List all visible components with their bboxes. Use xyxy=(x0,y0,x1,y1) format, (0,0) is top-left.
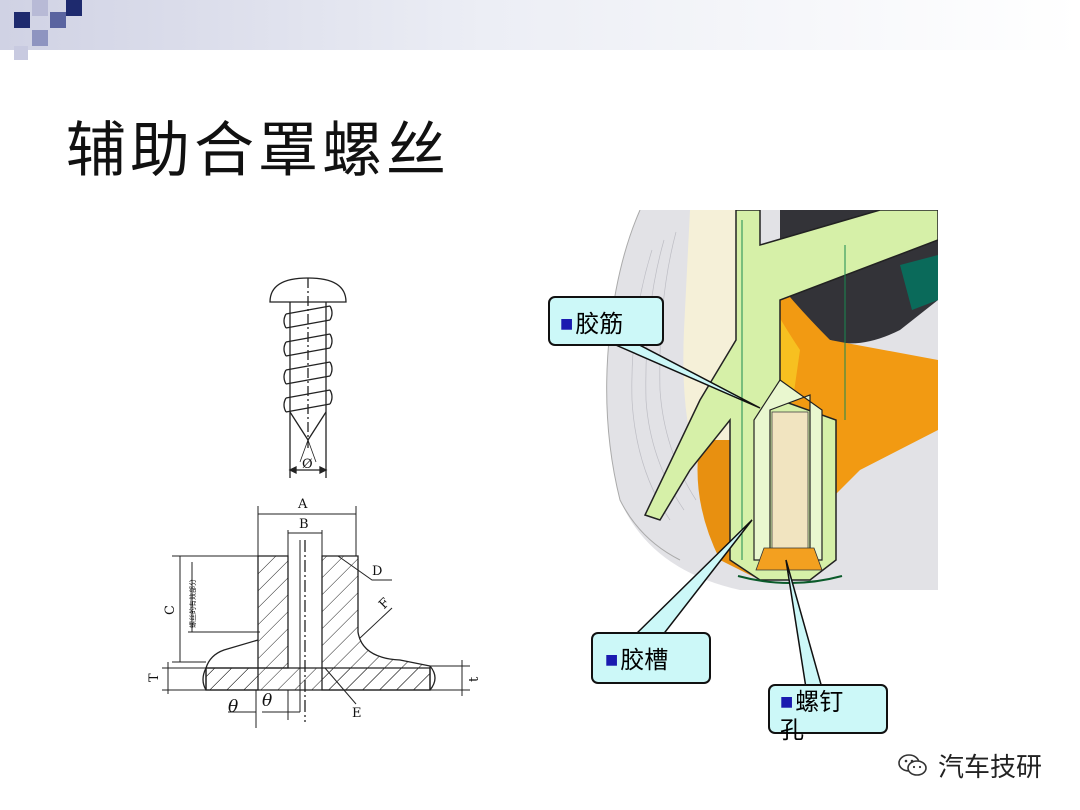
watermark-text: 汽车技研 xyxy=(938,753,1043,783)
slide-title: 辅助合罩螺丝 xyxy=(66,116,450,186)
dim-label-a: A xyxy=(297,497,308,512)
effective-thread-note: 螺丝的有效部分 xyxy=(188,579,197,628)
dim-label-f: F xyxy=(376,595,393,612)
angle-label-theta-right: θ xyxy=(262,691,272,711)
deco-square xyxy=(50,12,66,28)
dim-label-b: B xyxy=(299,517,309,532)
angle-label-theta-left: θ xyxy=(228,697,238,717)
dim-label-t-lower: t xyxy=(467,676,482,682)
callout-groove-label: 胶槽 xyxy=(620,646,669,674)
screw-hole-bottom xyxy=(755,547,823,571)
dim-label-e: E xyxy=(352,706,362,721)
cad-section-view xyxy=(606,210,938,689)
title-bar-decoration xyxy=(0,0,1080,50)
deco-square xyxy=(14,12,30,28)
deco-square xyxy=(14,46,28,60)
bullet-icon: ■ xyxy=(780,694,794,710)
dim-label-c: C xyxy=(163,605,178,615)
base-plate xyxy=(205,667,431,691)
deco-square xyxy=(66,0,82,16)
screw-drawing xyxy=(269,277,347,478)
teal-part xyxy=(900,255,938,310)
boss-section-drawing xyxy=(162,506,470,728)
dim-label-t-upper: T xyxy=(147,673,162,682)
bullet-icon: ■ xyxy=(605,652,619,668)
callout-screw-hole: ■螺钉 孔 xyxy=(768,684,888,744)
deco-square xyxy=(32,0,48,16)
dim-label-d: D xyxy=(372,564,382,579)
screw-hole-core xyxy=(771,411,809,563)
bullet-icon: ■ xyxy=(560,316,574,332)
diameter-label: Ø xyxy=(302,457,313,472)
callout-groove: ■胶槽 xyxy=(591,632,711,684)
deco-square xyxy=(32,30,48,46)
wechat-icon xyxy=(898,754,927,776)
callout-rib-label: 胶筋 xyxy=(575,310,624,338)
callout-screw-hole-label-line1: 螺钉 xyxy=(795,688,844,716)
callout-rib: ■胶筋 xyxy=(548,296,664,346)
callout-screw-hole-label-line2: 孔 xyxy=(780,716,804,744)
